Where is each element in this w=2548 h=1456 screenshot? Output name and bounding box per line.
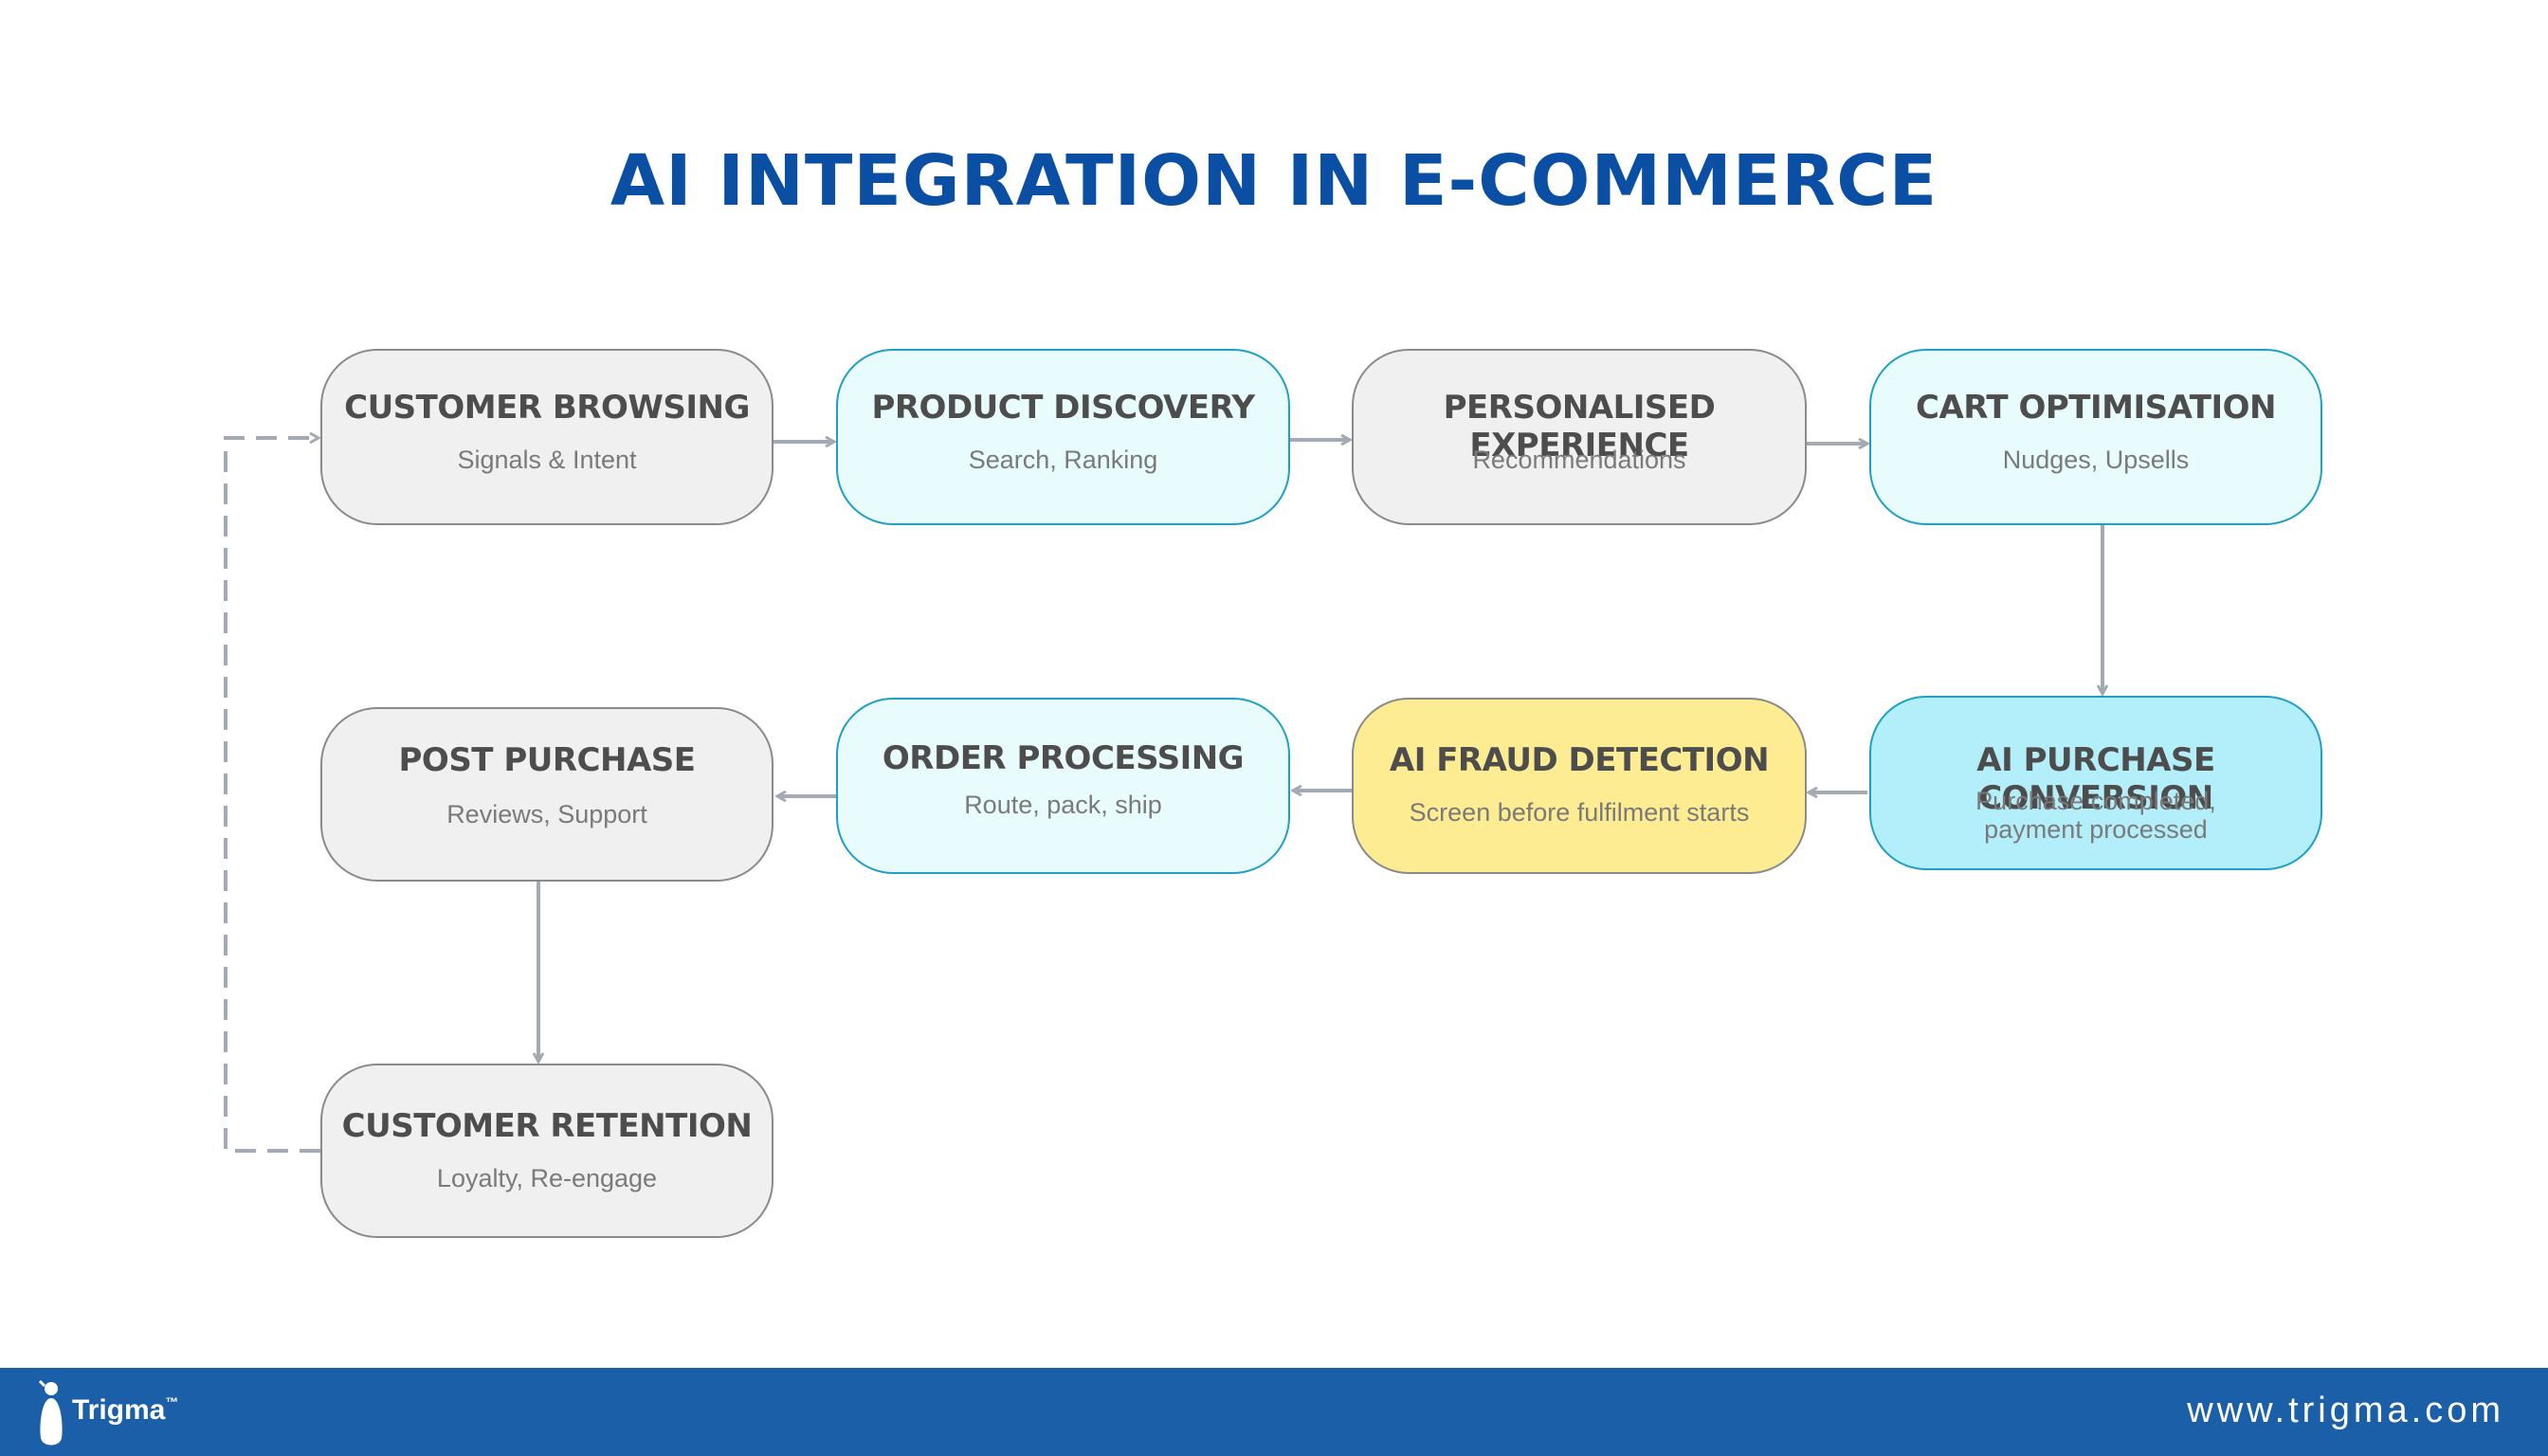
node-customer-retention: CUSTOMER RETENTION Loyalty, Re-engage <box>320 1064 774 1238</box>
brand-name: Trigma™ <box>72 1394 178 1427</box>
node-title: PERSONALISED EXPERIENCE <box>1443 389 1716 464</box>
edge-retention-to-browsing-dashed <box>224 438 320 1153</box>
node-subtitle: Search, Ranking <box>968 446 1158 474</box>
node-title: POST PURCHASE <box>398 741 696 779</box>
website-link[interactable]: www.trigma.com <box>2187 1391 2504 1430</box>
node-title: CART OPTIMISATION <box>1916 389 2276 427</box>
node-subtitle: Screen before fulfilment starts <box>1409 798 1750 827</box>
node-subtitle: Route, pack, ship <box>964 791 1162 819</box>
node-subtitle: Nudges, Upsells <box>2002 446 2190 474</box>
node-subtitle: Purchase completed, payment processed <box>1871 787 2320 844</box>
node-personalised-experience: PERSONALISED EXPERIENCE Recommendations <box>1352 349 1807 525</box>
trademark-mark: ™ <box>165 1394 179 1410</box>
node-customer-browsing: CUSTOMER BROWSING Signals & Intent <box>320 349 774 525</box>
node-subtitle: Recommendations <box>1472 446 1686 474</box>
node-subtitle: Loyalty, Re-engage <box>436 1164 658 1192</box>
node-product-discovery: PRODUCT DISCOVERY Search, Ranking <box>836 349 1290 525</box>
node-subtitle: Reviews, Support <box>446 800 647 828</box>
footer-bar: Trigma™ www.trigma.com <box>0 1368 2548 1456</box>
page-title: AI INTEGRATION IN E-COMMERCE <box>610 140 1938 222</box>
node-post-purchase: POST PURCHASE Reviews, Support <box>320 707 774 882</box>
node-order-processing: ORDER PROCESSING Route, pack, ship <box>836 698 1290 874</box>
node-title: AI PURCHASE CONVERSION <box>1976 741 2215 817</box>
node-ai-purchase-conversion: AI PURCHASE CONVERSION Purchase complete… <box>1869 696 2322 870</box>
node-subtitle: Signals & Intent <box>457 446 637 474</box>
node-ai-fraud-detection: AI FRAUD DETECTION Screen before fulfilm… <box>1352 698 1807 874</box>
node-subtitle-line2: payment processed <box>1984 815 2208 844</box>
node-cart-optimisation: CART OPTIMISATION Nudges, Upsells <box>1869 349 2322 525</box>
trigma-logo-icon <box>38 1379 63 1446</box>
node-subtitle-line1: Purchase completed, <box>1975 787 2216 815</box>
brand-name-text: Trigma <box>72 1394 166 1426</box>
node-title: PRODUCT DISCOVERY <box>871 389 1255 427</box>
node-title: CUSTOMER BROWSING <box>344 389 750 427</box>
node-title: CUSTOMER RETENTION <box>341 1107 753 1145</box>
node-title: AI FRAUD DETECTION <box>1389 741 1770 779</box>
node-title: ORDER PROCESSING <box>882 739 1245 777</box>
